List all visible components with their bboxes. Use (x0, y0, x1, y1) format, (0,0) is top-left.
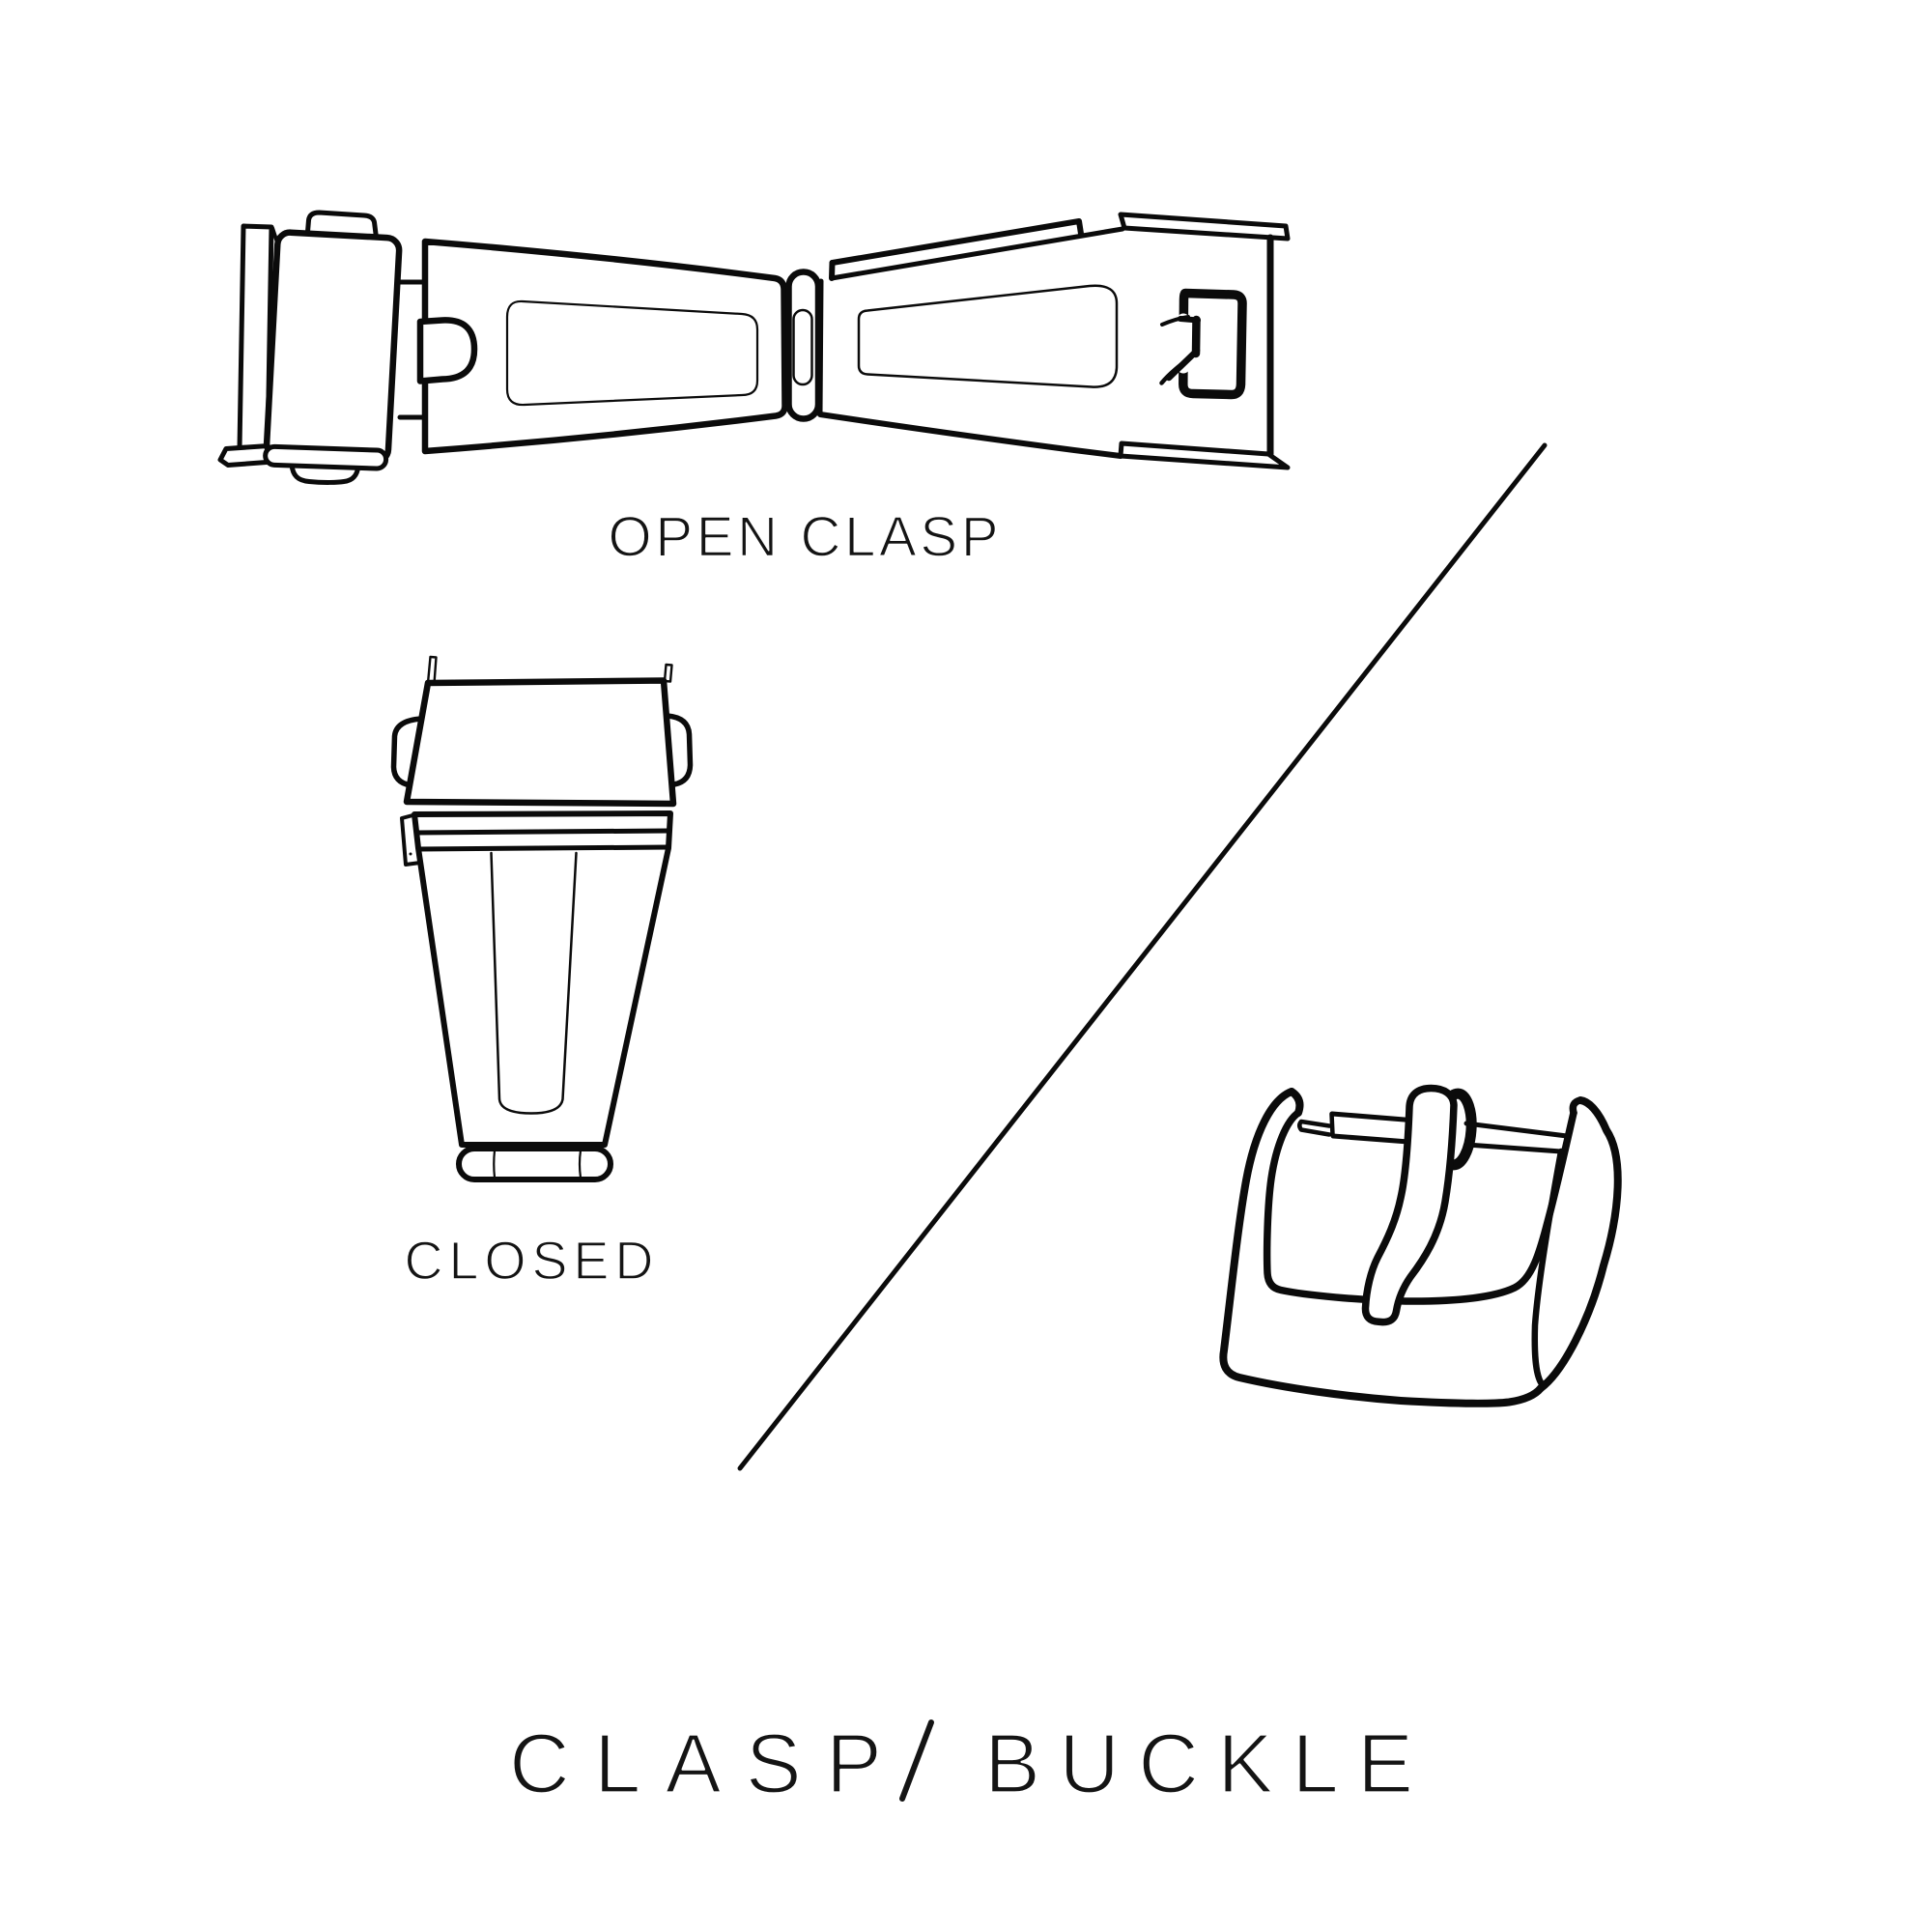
svg-text:OPEN CLASP: OPEN CLASP (609, 506, 999, 569)
svg-text:CLASP: CLASP (509, 1718, 882, 1811)
svg-text:BUCKLE: BUCKLE (984, 1718, 1413, 1811)
svg-text:CLOSED: CLOSED (405, 1231, 654, 1291)
